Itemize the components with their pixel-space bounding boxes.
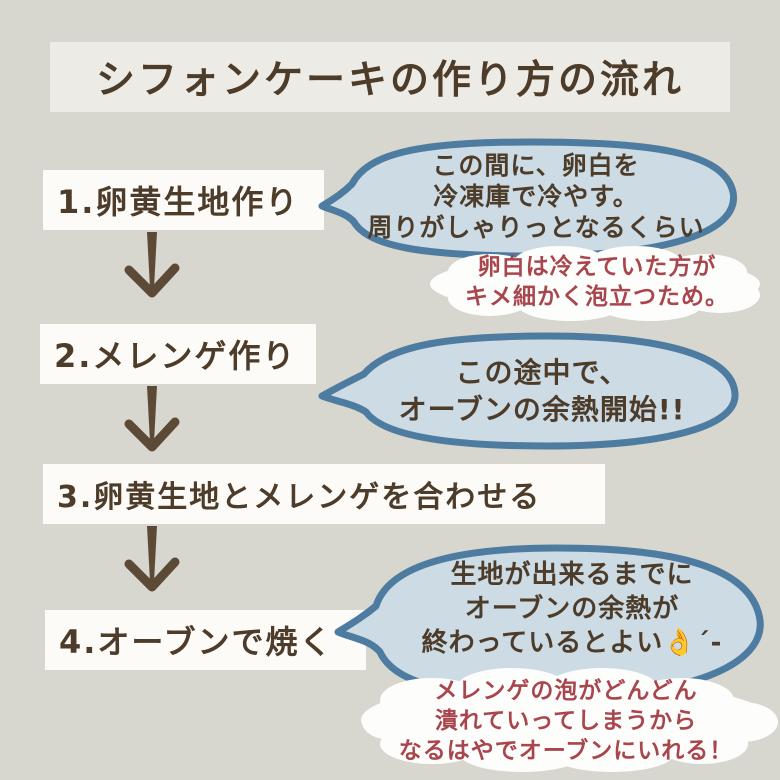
step-4-label: 4.オーブンで焼く xyxy=(59,623,334,661)
speech-bubble-3 xyxy=(334,544,764,701)
note-2-line-1: メレンゲの泡がどんどん xyxy=(434,678,698,704)
step-3-box: 3.卵黄生地とメレンゲを合わせる xyxy=(43,464,605,524)
step-2-box: 2.メレンゲ作り xyxy=(40,324,316,384)
step-3-label: 3.卵黄生地とメレンゲを合わせる xyxy=(57,480,542,515)
bubble-3-line-3: 終わっているとよい👌´- xyxy=(421,628,723,658)
step-2-label: 2.メレンゲ作り xyxy=(54,337,297,375)
bubble-3-line-2: オーブンの余熱が xyxy=(464,594,680,624)
step-4-box: 4.オーブンで焼く xyxy=(45,610,366,670)
bubble-1-line-1: この間に、卵白を xyxy=(432,151,640,180)
note-1-line-1: 卵白は冷えていた方が xyxy=(477,254,717,280)
page-title-text: シフォンケーキの作り方の流れ xyxy=(95,58,684,103)
bubble-1-line-3: 周りがしゃりっとなるくらい xyxy=(367,213,705,242)
down-arrow-icon-2 xyxy=(124,386,180,452)
speech-bubble-1 xyxy=(318,138,738,260)
bubble-2-line-1: この途中で、 xyxy=(455,356,629,389)
down-arrow-icon-3 xyxy=(124,526,180,592)
bubble-2-line-2: オーブンの余熱開始!! xyxy=(398,393,686,426)
bubble-1-text: この間に、卵白を 冷凍庫で冷やす。 周りがしゃりっとなるくらい xyxy=(350,150,722,243)
step-1-box: 1.卵黄生地作り xyxy=(43,170,324,230)
step-1-label: 1.卵黄生地作り xyxy=(57,183,300,221)
bubble-1-line-2: 冷凍庫で冷やす。 xyxy=(433,182,639,211)
note-2-line-3: なるはやでオーブンにいれる！ xyxy=(398,738,734,764)
note-1-line-2: キメ細かく泡立つため。 xyxy=(465,284,729,310)
note-2-text: メレンゲの泡がどんどん 潰れていってしまうから なるはやでオーブンにいれる！ xyxy=(362,676,770,766)
bubble-3-text: 生地が出来るまでに オーブンの余熱が 終わっているとよい👌´- xyxy=(388,558,756,660)
note-2-line-2: 潰れていってしまうから xyxy=(434,708,698,734)
page-title: シフォンケーキの作り方の流れ xyxy=(50,42,730,112)
bubble-3-line-1: 生地が出来るまでに xyxy=(450,560,694,590)
note-1-text: 卵白は冷えていた方が キメ細かく泡立つため。 xyxy=(432,252,762,312)
note-cloud-1 xyxy=(430,246,760,321)
down-arrow-icon-1 xyxy=(124,232,180,298)
speech-bubble-2 xyxy=(318,332,739,450)
note-cloud-2 xyxy=(361,668,778,772)
bubble-2-text: この途中で、 オーブンの余熱開始!! xyxy=(362,354,722,428)
